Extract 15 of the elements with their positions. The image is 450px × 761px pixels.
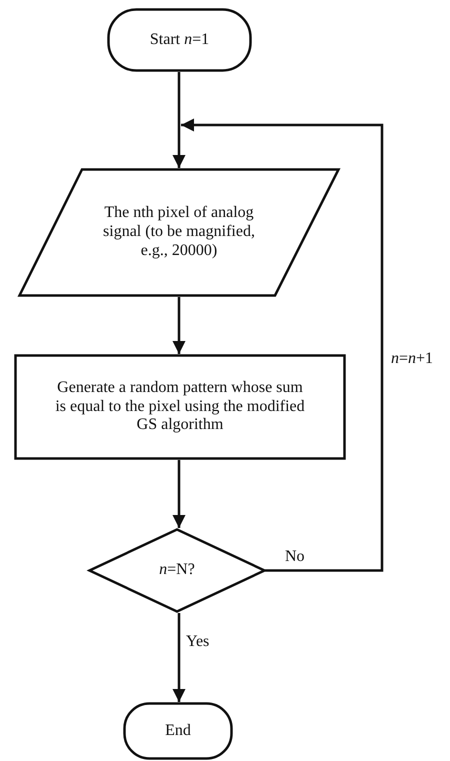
arrow bbox=[172, 460, 186, 528]
terminal-shape bbox=[123, 702, 233, 760]
arrow bbox=[181, 118, 384, 572]
node-text: Start n=1 bbox=[148, 30, 210, 50]
process-box bbox=[14, 354, 346, 460]
arrow bbox=[172, 613, 186, 702]
arrow bbox=[172, 297, 186, 354]
decision-diamond bbox=[88, 528, 266, 613]
terminal-shape bbox=[107, 8, 252, 72]
node-text: n=N? bbox=[158, 561, 196, 580]
node-text: The nth pixel of analog signal (to be magnified, e.g., 20000) bbox=[102, 204, 256, 261]
node-text: Generate a random pattern whose sum is equal to the pixel using the modified GS algorithm bbox=[55, 378, 305, 436]
node-text: End bbox=[164, 722, 192, 740]
arrow bbox=[172, 72, 186, 168]
input-parallelogram bbox=[18, 168, 340, 297]
